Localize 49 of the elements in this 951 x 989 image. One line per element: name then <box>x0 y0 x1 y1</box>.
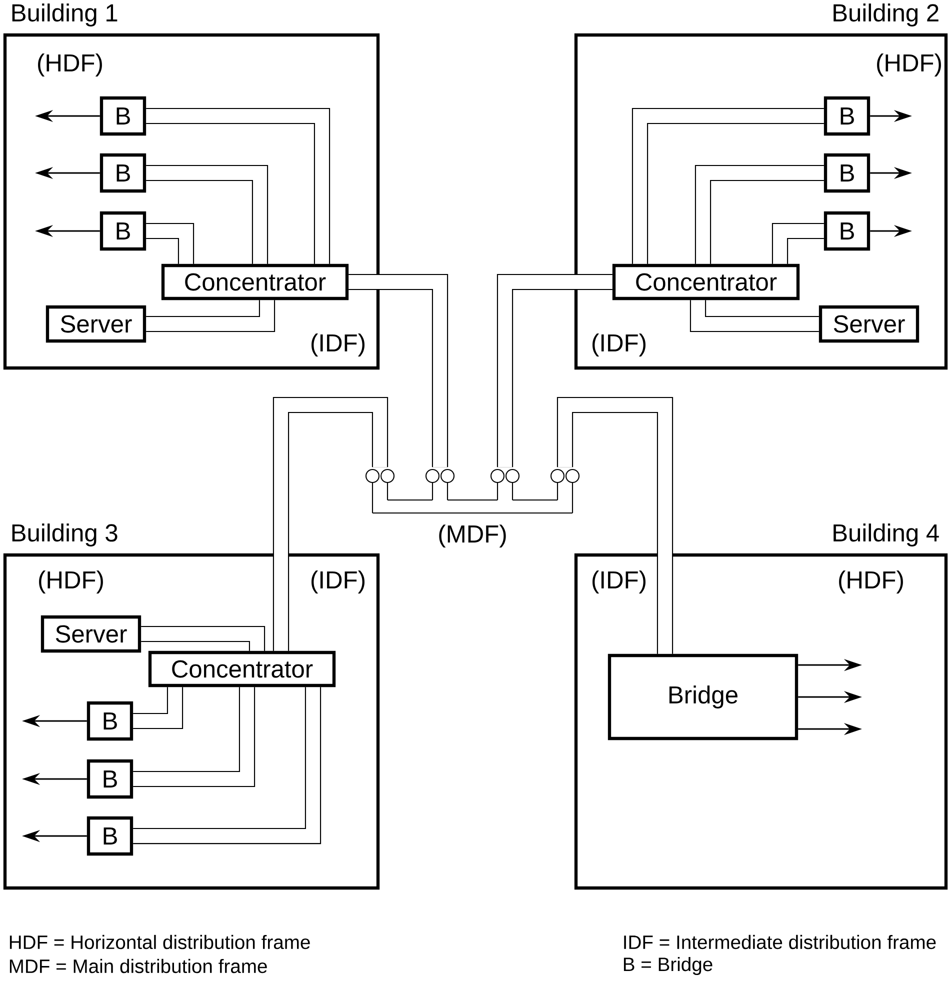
frame-label: (HDF) <box>839 570 903 594</box>
frame-label: (HDF) <box>877 54 941 76</box>
cable <box>272 396 388 651</box>
cable <box>133 687 184 730</box>
cable <box>772 222 824 264</box>
cable <box>146 108 330 264</box>
bridge-box: B <box>824 153 870 193</box>
bridge-box: B <box>824 96 870 136</box>
bridge-box: B <box>100 211 146 251</box>
cable <box>496 274 612 468</box>
building-title: Building 4 <box>834 524 939 546</box>
bridge-box: B <box>100 153 146 193</box>
frame-label: (IDF) <box>312 334 364 356</box>
server-box: Server <box>40 615 142 653</box>
cable <box>133 687 322 844</box>
server-box: Server <box>46 305 146 343</box>
frame-label: (IDF) <box>592 334 646 356</box>
frame-label: (IDF) <box>592 570 646 594</box>
legend-entry: B = Bridge <box>624 957 712 975</box>
bridge-box: B <box>824 211 870 251</box>
cable <box>133 687 256 788</box>
frame-label: (HDF) <box>38 54 102 76</box>
bridge-box: B <box>86 759 134 799</box>
building-title: Building 3 <box>12 524 118 546</box>
concentrator-box: Concentrator <box>612 264 800 300</box>
cable <box>146 222 194 264</box>
server-box: Server <box>818 305 920 343</box>
cable <box>632 108 824 264</box>
cable <box>694 164 824 264</box>
bridge-box: B <box>100 96 146 136</box>
bridge-box: B <box>86 816 134 856</box>
cable <box>141 626 266 651</box>
cable <box>690 300 819 332</box>
concentrator-box: Concentrator <box>148 650 336 688</box>
concentrator-box: Concentrator <box>161 264 349 300</box>
legend-entry: MDF = Main distribution frame <box>10 958 267 974</box>
cable <box>146 300 276 332</box>
cable <box>146 164 268 264</box>
cable <box>556 396 674 654</box>
frame-label: (MDF) <box>439 524 506 548</box>
legend-entry: HDF = Horizontal distribution frame <box>10 934 310 950</box>
bridge-box: B <box>86 701 134 741</box>
cable <box>348 274 448 468</box>
frame-label: (IDF) <box>312 570 364 594</box>
building-title: Building 2 <box>834 4 938 26</box>
bridge-device-box: Bridge <box>608 654 798 740</box>
legend-entry: IDF = Intermediate distribution frame <box>624 934 936 950</box>
building-title: Building 1 <box>12 4 118 26</box>
frame-label: (HDF) <box>39 570 103 594</box>
